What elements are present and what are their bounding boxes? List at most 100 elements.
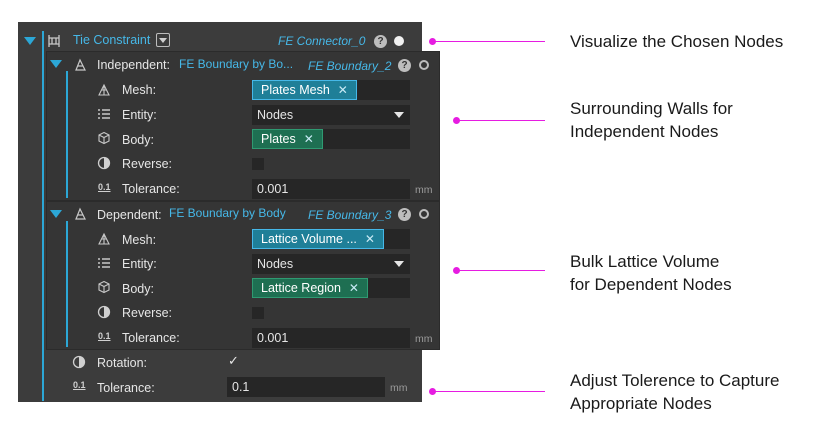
reverse-icon [97,305,113,319]
tie-constraint-type-dropdown[interactable] [156,33,170,47]
dependent-boundary-name[interactable]: FE Boundary_3 [308,208,392,222]
visibility-toggle-icon[interactable] [419,209,429,219]
tie-constraint-guide-bar [42,31,44,401]
rotation-label: Rotation: [97,356,148,370]
annotation-line: Visualize the Chosen Nodes [570,32,784,51]
entity-label: Entity: [122,257,157,271]
dependent-section [47,202,439,349]
independent-entity-select[interactable]: Nodes [252,105,410,125]
independent-body-field[interactable]: Plates ✕ [252,129,410,149]
connector-name[interactable]: FE Connector_0 [278,34,366,48]
dependent-entity-select[interactable]: Nodes [252,254,410,274]
mesh-label: Mesh: [122,83,157,97]
body-tag: Plates ✕ [252,129,323,149]
visibility-toggle-icon[interactable] [394,36,404,46]
leader-line [456,120,545,121]
tie-constraint-title: Tie Constraint [73,33,151,47]
help-icon[interactable]: ? [398,208,411,221]
dependent-type[interactable]: FE Boundary by Body [169,206,286,220]
body-tag: Lattice Region ✕ [252,278,368,298]
dependent-mesh-field[interactable]: Lattice Volume ... ✕ [252,229,410,249]
chevron-down-icon [394,261,404,267]
independent-mesh-field[interactable]: Plates Mesh ✕ [252,80,410,100]
reverse-label: Reverse: [122,157,173,171]
help-icon[interactable]: ? [398,59,411,72]
mesh-icon [97,232,113,246]
body-cube-icon [97,280,113,294]
mesh-tag: Plates Mesh ✕ [252,80,357,100]
list-icon [97,107,113,121]
rotation-icon [72,355,88,369]
remove-tag-icon[interactable]: ✕ [337,83,348,97]
body-tag-label: Plates [261,132,296,146]
dependent-label: Dependent: [97,208,162,222]
dependent-guide-bar [66,221,68,347]
unit-label: mm [415,184,433,196]
annotation-line: for Dependent Nodes [570,275,732,294]
annotation-line: Bulk Lattice Volume [570,252,720,271]
annotation-line: Adjust Tolerence to Capture [570,371,780,390]
fe-boundary-icon [73,58,89,72]
leader-line [432,391,545,392]
rotation-checkbox[interactable]: ✓ [228,353,239,368]
tolerance-label: Tolerance: [122,182,180,196]
entity-value: Nodes [257,108,294,122]
chevron-down-icon [159,38,167,43]
remove-tag-icon[interactable]: ✕ [364,232,375,246]
leader-line [456,270,545,271]
unit-label: mm [415,333,433,345]
entity-value: Nodes [257,257,294,271]
annotation-line: Appropriate Nodes [570,394,712,413]
tie-constraint-icon [47,34,63,48]
independent-label: Independent: [97,58,170,72]
remove-tag-icon[interactable]: ✕ [348,281,359,295]
tolerance-value: 0.001 [257,331,289,345]
annotation-line: Surrounding Walls for [570,99,733,118]
independent-type[interactable]: FE Boundary by Bo... [179,57,294,71]
unit-label: mm [390,382,408,394]
tolerance-label: Tolerance: [122,331,180,345]
reverse-icon [97,156,113,170]
expand-dependent-toggle[interactable] [50,210,62,218]
chevron-down-icon [394,112,404,118]
expand-tie-constraint-toggle[interactable] [24,37,36,45]
tolerance-icon: 0.1 [98,182,111,192]
tolerance-icon: 0.1 [98,331,111,341]
independent-boundary-name[interactable]: FE Boundary_2 [308,59,392,73]
body-cube-icon [97,131,113,145]
annotation-visualize: Visualize the Chosen Nodes [570,30,783,53]
dependent-body-field[interactable]: Lattice Region ✕ [252,278,410,298]
body-label: Body: [122,282,154,296]
annotation-adjust-tolerance: Adjust Tolerence to Capture Appropriate … [570,369,779,415]
tolerance-icon: 0.1 [73,380,86,390]
mesh-tag: Lattice Volume ... ✕ [252,229,384,249]
independent-guide-bar [66,71,68,198]
mesh-tag-label: Lattice Volume ... [261,232,357,246]
leader-line [432,41,545,42]
dependent-tolerance-input[interactable]: 0.001 [252,328,410,348]
body-tag-label: Lattice Region [261,281,341,295]
reverse-label: Reverse: [122,306,173,320]
list-icon [97,256,113,270]
body-label: Body: [122,133,154,147]
independent-reverse-checkbox[interactable] [252,158,264,170]
annotation-bulk-lattice: Bulk Lattice Volume for Dependent Nodes [570,250,732,296]
dependent-reverse-checkbox[interactable] [252,307,264,319]
remove-tag-icon[interactable]: ✕ [303,132,314,146]
mesh-tag-label: Plates Mesh [261,83,330,97]
annotation-surrounding-walls: Surrounding Walls for Independent Nodes [570,97,733,143]
entity-label: Entity: [122,108,157,122]
expand-independent-toggle[interactable] [50,60,62,68]
independent-tolerance-input[interactable]: 0.001 [252,179,410,199]
annotation-line: Independent Nodes [570,122,719,141]
mesh-label: Mesh: [122,233,157,247]
tolerance-value: 0.001 [257,182,289,196]
fe-boundary-icon [73,207,89,221]
help-icon[interactable]: ? [374,35,387,48]
tolerance-value: 0.1 [232,380,250,394]
mesh-icon [97,83,113,97]
tolerance-label: Tolerance: [97,381,155,395]
independent-section [47,52,439,200]
visibility-toggle-icon[interactable] [419,60,429,70]
tie-tolerance-input[interactable]: 0.1 [227,377,385,397]
